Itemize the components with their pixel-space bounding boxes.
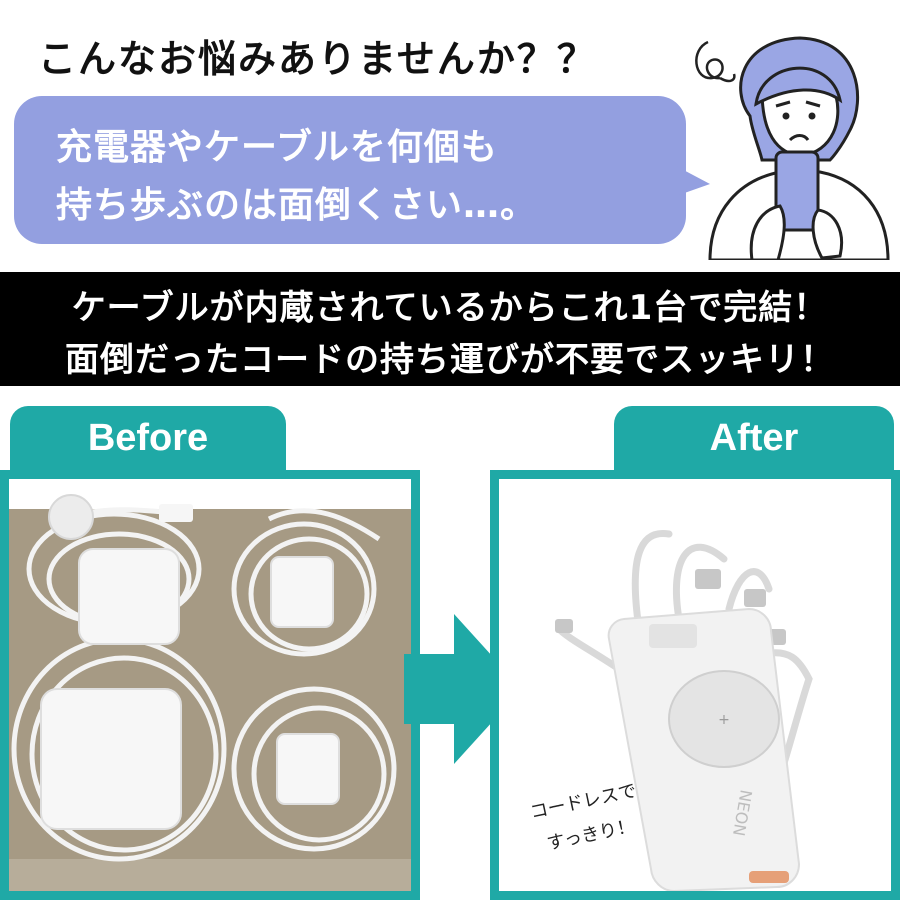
after-photo: + NEON コードレスで すっきり！ [490,470,900,900]
worried-person-with-phone-icon [695,36,890,260]
right-arrow-icon [404,614,522,764]
before-photo [0,470,420,900]
message-banner: ケーブルが内蔵されているからこれ1台で完結！ 面倒だったコードの持ち運びが不要で… [0,272,900,386]
banner-text-line-2: 面倒だったコードの持ち運びが不要でスッキリ！ [65,340,835,380]
speech-bubble: 充電器やケーブルを何個も 持ち歩ぶのは面倒くさい…。 [14,96,686,244]
after-tab-label: After [614,406,894,470]
bubble-text-line-2: 持ち歩ぶのは面倒くさい…。 [56,185,538,226]
confused-scribble-icon [695,40,736,83]
bubble-tail [676,166,710,196]
bubble-text-line-1: 充電器やケーブルを何個も [56,127,498,168]
power-bank-with-built-in-cables-image: + NEON [499,479,891,891]
tangled-cables-and-chargers-image [9,479,411,891]
banner-text-line-1: ケーブルが内蔵されているからこれ1台で完結！ [71,288,829,328]
before-tab-label: Before [10,406,286,470]
headline-question: こんなお悩みありませんか？？ [38,37,597,81]
svg-text:+: + [718,712,730,728]
